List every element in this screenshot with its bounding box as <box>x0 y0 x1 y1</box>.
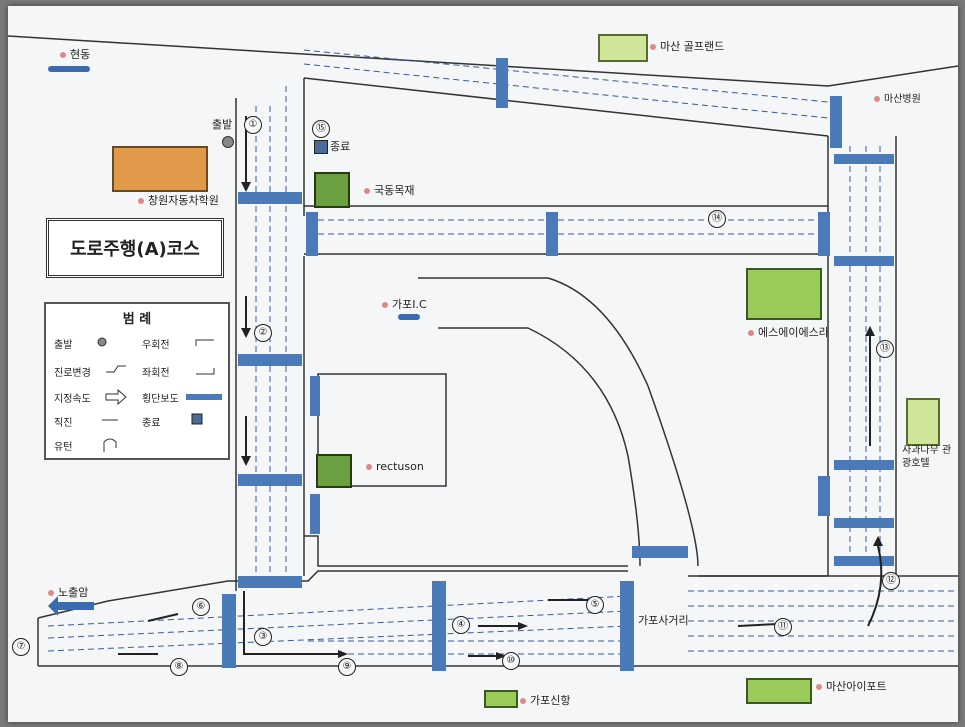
legend-speed-icon <box>105 388 127 406</box>
checkpoint-4: ④ <box>452 616 470 634</box>
legend-lane-change-icon <box>106 365 126 373</box>
building-golfland <box>598 34 648 62</box>
end-icon <box>314 140 328 154</box>
label-masan-port: 마산아이포트 <box>816 678 887 694</box>
label-gapo-ic: 가포I.C <box>382 296 427 312</box>
building-apple-motel <box>906 398 940 446</box>
legend-uturn-icon <box>103 438 117 452</box>
checkpoint-14: ⑭ <box>708 210 726 228</box>
legend-lane-change: 진로변경 <box>54 368 91 379</box>
checkpoint-3: ③ <box>254 628 272 646</box>
legend-left-turn: 좌회전 <box>142 368 170 379</box>
legend-right-turn: 우회전 <box>142 340 170 351</box>
checkpoint-1: ① <box>244 116 262 134</box>
legend-straight: 직진 <box>54 418 73 429</box>
label-end: 종료 <box>330 140 351 153</box>
checkpoint-13: ⑬ <box>876 340 894 358</box>
checkpoint-8: ⑧ <box>170 658 188 676</box>
legend-crosswalk-icon <box>186 394 222 400</box>
label-golfland: 마산 골프랜드 <box>650 38 724 54</box>
legend-speed: 지정속도 <box>54 394 91 405</box>
checkpoint-15: ⑮ <box>312 120 330 138</box>
building-rectuson <box>316 454 352 488</box>
label-gapo-junction: 가포사거리 <box>638 614 689 627</box>
checkpoint-2: ② <box>254 324 272 342</box>
checkpoint-6: ⑥ <box>192 598 210 616</box>
label-hyeondong: 현동 <box>60 46 90 62</box>
map-sheet: 도로주행(A)코스 범 례 출발 우회전 진로변경 좌회전 지정속도 횡단보도 … <box>8 6 958 722</box>
label-driving-school: 창원자동차학원 <box>138 192 219 208</box>
legend-uturn: 유턴 <box>54 442 73 453</box>
checkpoint-12: ⑫ <box>882 572 900 590</box>
label-nochulam: 노출암 <box>48 584 88 600</box>
legend-start-icon <box>97 337 107 347</box>
label-hospital: 마산병원 <box>874 90 921 105</box>
checkpoint-7: ⑦ <box>12 638 30 656</box>
legend-end-icon <box>191 413 203 425</box>
legend: 범 례 출발 우회전 진로변경 좌회전 지정속도 횡단보도 직진 종료 유턴 <box>44 302 230 460</box>
legend-title: 범 례 <box>122 312 152 327</box>
checkpoint-11: ⑪ <box>774 618 792 636</box>
map-title: 도로주행(A)코스 <box>46 218 224 278</box>
legend-crosswalk: 횡단보도 <box>142 394 179 405</box>
legend-right-turn-icon <box>195 339 214 346</box>
legend-start: 출발 <box>54 340 73 351</box>
legend-symbols <box>97 337 222 452</box>
checkpoint-10: ⑩ <box>502 652 520 670</box>
building-gapo-sinhang <box>484 690 518 708</box>
building-gukdong <box>314 172 350 208</box>
building-sseia <box>746 268 822 320</box>
checkpoint-5: ⑤ <box>586 596 604 614</box>
checkpoint-9: ⑨ <box>338 658 356 676</box>
building-driving-school <box>112 146 208 192</box>
legend-left-turn-icon <box>196 368 215 375</box>
building-masan-port <box>746 678 812 704</box>
start-icon <box>222 136 234 148</box>
label-sseia: 에스에이에스라 <box>748 324 829 340</box>
label-start: 출발 <box>212 118 233 131</box>
road-network <box>8 35 958 671</box>
legend-end: 종료 <box>142 418 161 429</box>
label-rectuson: rectuson <box>366 460 424 473</box>
label-apple-motel: 사과나무 관광호텔 <box>902 445 952 469</box>
label-gukdong: 국동목재 <box>364 182 414 198</box>
label-gapo-sinhang: 가포신항 <box>520 692 570 708</box>
